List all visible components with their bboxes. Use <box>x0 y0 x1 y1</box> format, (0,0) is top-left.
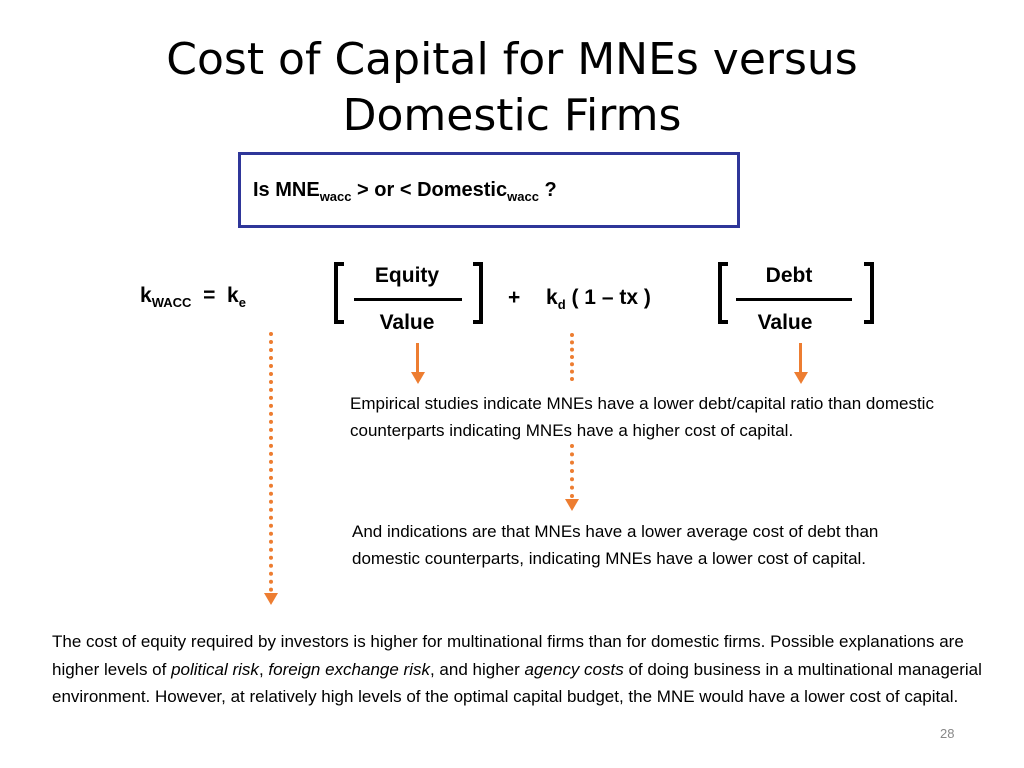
question-text: Is MNEwacc > or < Domesticwacc ? <box>253 179 557 204</box>
k-symbol: k <box>140 284 152 307</box>
value-label-debt: Value <box>757 311 813 334</box>
ke-symbol: k <box>227 284 239 307</box>
fraction-line-equity <box>354 298 462 301</box>
kd-symbol: k <box>546 286 558 309</box>
left-bracket-debt <box>718 262 728 324</box>
agency-costs-term: agency costs <box>524 659 624 679</box>
plus-sign: + <box>508 286 521 309</box>
kd-dotted-line-upper <box>570 333 574 381</box>
debt-arrow-line <box>799 343 802 373</box>
page-number: 28 <box>940 726 955 741</box>
debt-cost-note: And indications are that MNEs have a low… <box>352 522 879 568</box>
ke-sub: e <box>238 295 246 311</box>
equals-sign: = <box>203 284 216 307</box>
right-bracket-debt <box>864 262 874 324</box>
bottom-note-part-3: of doing business in a multinational man… <box>52 659 982 707</box>
bottom-note-part-1: The cost of equity required by investors… <box>52 632 964 679</box>
ke-arrow-head <box>264 593 278 605</box>
kd-arrow-head <box>565 499 579 511</box>
equation-lhs: kWACC = ke <box>140 284 246 310</box>
debt-label: Debt <box>765 264 813 287</box>
question-sub-1: wacc <box>319 189 352 204</box>
value-label-equity: Value <box>379 311 435 334</box>
left-bracket-equity <box>334 262 344 324</box>
slide-title: Cost of Capital for MNEs versus Domestic… <box>0 32 1024 144</box>
kd-sub: d <box>557 297 566 313</box>
bottom-note-comma: , <box>258 659 269 679</box>
tax-term: ( 1 – tx ) <box>571 286 651 309</box>
ke-dotted-arrow-line <box>269 332 273 592</box>
kd-dotted-line-lower <box>570 444 574 498</box>
question-middle: > or < Domestic <box>351 179 508 201</box>
equity-arrow-line <box>416 343 419 373</box>
political-risk-term: political risk <box>171 659 259 679</box>
bottom-note-part-2: , and higher <box>429 659 525 679</box>
title-line-1: Cost of Capital for MNEs versus <box>166 34 858 85</box>
question-suffix: ? <box>538 179 557 201</box>
debt-arrow-head <box>794 372 808 384</box>
question-box: Is MNEwacc > or < Domesticwacc ? <box>238 152 740 228</box>
right-bracket-equity <box>473 262 483 324</box>
fraction-line-debt <box>736 298 852 301</box>
title-line-2: Domestic Firms <box>342 90 682 141</box>
equity-arrow-head <box>411 372 425 384</box>
k-wacc-sub: WACC <box>151 295 192 311</box>
question-sub-2: wacc <box>507 189 539 204</box>
fx-risk-term: foreign exchange risk <box>268 659 430 679</box>
equity-label: Equity <box>374 264 440 287</box>
cost-of-equity-note: The cost of equity required by investors… <box>52 628 992 711</box>
debt-ratio-note: Empirical studies indicate MNEs have a l… <box>350 394 934 440</box>
question-prefix: Is MNE <box>253 179 320 201</box>
kd-term: kd ( 1 – tx ) <box>546 286 651 312</box>
